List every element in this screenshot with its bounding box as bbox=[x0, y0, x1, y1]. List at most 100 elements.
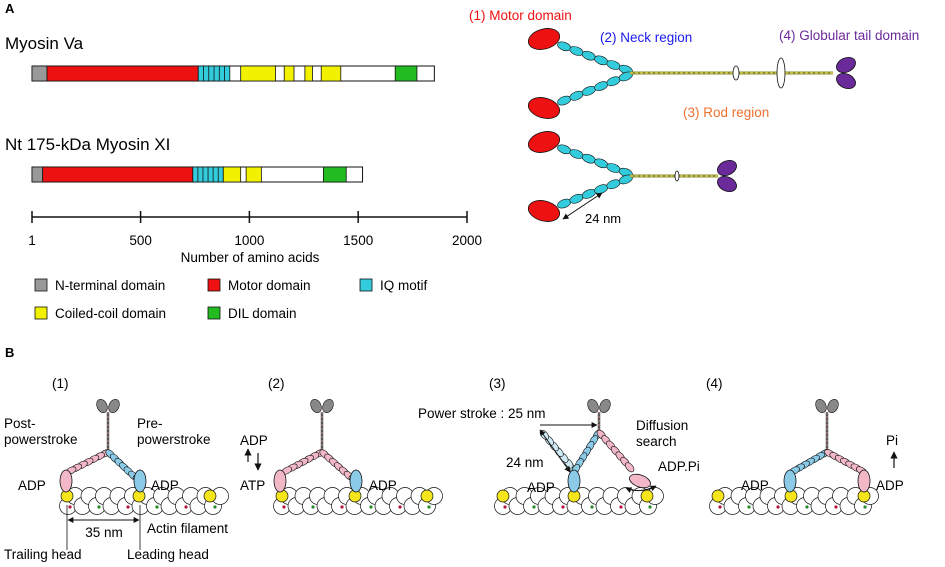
motor-head-lower bbox=[527, 200, 561, 222]
cargo-tail bbox=[96, 399, 108, 413]
step-3: (3)Power stroke : 25 nmDiffusionsearch24… bbox=[418, 376, 700, 515]
iq-light-chain bbox=[594, 55, 609, 66]
nucleotide-label: ADP bbox=[369, 478, 397, 493]
globular-tail-label: (4) Globular tail domain bbox=[779, 28, 919, 43]
lever-arm-segment bbox=[625, 462, 635, 473]
actin-dot bbox=[747, 505, 751, 509]
actin-dot bbox=[126, 505, 130, 509]
panel-b-label: B bbox=[5, 345, 14, 360]
nucleotide-label: ADP bbox=[876, 478, 904, 493]
nucleotide-label: ADP.Pi bbox=[658, 459, 700, 474]
actin-dot bbox=[282, 505, 286, 509]
cargo-tail bbox=[108, 399, 120, 413]
cargo-tail bbox=[322, 399, 334, 413]
actin-filament-label: Actin filament bbox=[147, 521, 228, 536]
iq-light-chain bbox=[606, 60, 621, 70]
motor-head-upper bbox=[527, 131, 561, 153]
nucleotide-label: ADP bbox=[240, 433, 268, 448]
neck-region-label: (2) Neck region bbox=[600, 30, 692, 45]
diffusion-search-label: search bbox=[636, 434, 677, 449]
diffusion-search-label: Diffusion bbox=[636, 418, 688, 433]
motor-segment bbox=[42, 166, 194, 183]
actin-dot bbox=[834, 505, 838, 509]
actin-dot bbox=[369, 505, 373, 509]
iq-light-chain bbox=[569, 46, 584, 56]
neck-lower bbox=[557, 174, 633, 209]
leading-head-label: Leading head bbox=[127, 547, 209, 562]
scale-arrow bbox=[539, 429, 571, 473]
iq-light-chain bbox=[581, 50, 596, 61]
actin-binding-site bbox=[420, 489, 434, 503]
myosin-xi-title: Nt 175-kDa Myosin XI bbox=[5, 135, 170, 154]
axis-tick-label: 1 bbox=[28, 233, 36, 248]
cargo-tail bbox=[310, 399, 322, 413]
diffusion-arrow bbox=[625, 485, 657, 493]
n_terminal-segment bbox=[31, 65, 48, 82]
step-number: (1) bbox=[52, 376, 69, 391]
legend-swatch bbox=[34, 306, 48, 320]
myosin-xi-structure: 24 nm bbox=[527, 131, 737, 226]
actin-dot bbox=[590, 505, 594, 509]
cargo-tail bbox=[587, 399, 599, 413]
motor-head bbox=[629, 473, 651, 489]
legend-label: Motor domain bbox=[228, 278, 311, 293]
actin-dot bbox=[427, 505, 431, 509]
axis-tick-label: 500 bbox=[129, 233, 152, 248]
phosphate-label: Pi bbox=[886, 433, 898, 448]
myosin-va-title: Myosin Va bbox=[5, 34, 84, 53]
motor-head-upper bbox=[527, 28, 561, 50]
motor-head-lower bbox=[527, 97, 561, 119]
rod-region-label: (3) Rod region bbox=[683, 105, 769, 120]
step-size-label: 35 nm bbox=[85, 525, 123, 540]
actin-dot bbox=[398, 505, 402, 509]
actin-dot bbox=[97, 505, 101, 509]
motor-head bbox=[857, 469, 871, 493]
actin-dot bbox=[648, 505, 652, 509]
actin-binding-site bbox=[640, 489, 654, 503]
actin-dot bbox=[68, 505, 72, 509]
globular-tail-lower bbox=[717, 175, 737, 193]
nucleotide-label: ADP bbox=[527, 480, 555, 495]
axis-label: Number of amino acids bbox=[181, 250, 320, 265]
motor-head bbox=[349, 469, 363, 493]
coiled-segment bbox=[245, 166, 262, 183]
nucleotide-label: ADP bbox=[18, 478, 46, 493]
motor-domain-label: (1) Motor domain bbox=[469, 8, 572, 23]
iq-light-chain bbox=[581, 153, 596, 164]
legend-label: Coiled-coil domain bbox=[55, 306, 166, 321]
nucleotide-label: ATP bbox=[240, 478, 265, 493]
power-stroke-label: Power stroke : 25 nm bbox=[418, 406, 546, 421]
myosin-va-bar bbox=[31, 65, 435, 82]
legend-swatch bbox=[359, 278, 373, 292]
post-powerstroke-label: powerstroke bbox=[4, 432, 78, 447]
coiled-segment bbox=[283, 65, 295, 82]
motor-head bbox=[783, 469, 797, 493]
neck-upper bbox=[557, 144, 633, 178]
step-number: (3) bbox=[489, 376, 506, 391]
dil-segment bbox=[394, 65, 418, 82]
actin-dot bbox=[155, 505, 159, 509]
iq-light-chain bbox=[557, 41, 572, 52]
cargo-tail bbox=[599, 399, 611, 413]
neck-lower bbox=[557, 71, 633, 106]
actin-binding-site bbox=[203, 489, 217, 503]
actin-dot bbox=[561, 505, 565, 509]
coiled-segment bbox=[240, 65, 276, 82]
motor-segment bbox=[46, 65, 199, 82]
trailing-head-label: Trailing head bbox=[4, 547, 82, 562]
axis-tick-label: 1500 bbox=[343, 233, 373, 248]
actin-dot bbox=[776, 505, 780, 509]
cargo-tail bbox=[815, 399, 827, 413]
coiled-segment bbox=[222, 166, 242, 183]
legend-label: N-terminal domain bbox=[55, 278, 165, 293]
legend-swatch bbox=[34, 278, 48, 292]
panel-a-label: A bbox=[5, 1, 15, 16]
actin-dot bbox=[340, 505, 344, 509]
dil-segment bbox=[322, 166, 347, 183]
nucleotide-label: ADP bbox=[741, 478, 769, 493]
axis-tick-label: 1000 bbox=[234, 233, 264, 248]
cargo-tail bbox=[827, 399, 839, 413]
post-powerstroke-label: Post- bbox=[4, 416, 36, 431]
